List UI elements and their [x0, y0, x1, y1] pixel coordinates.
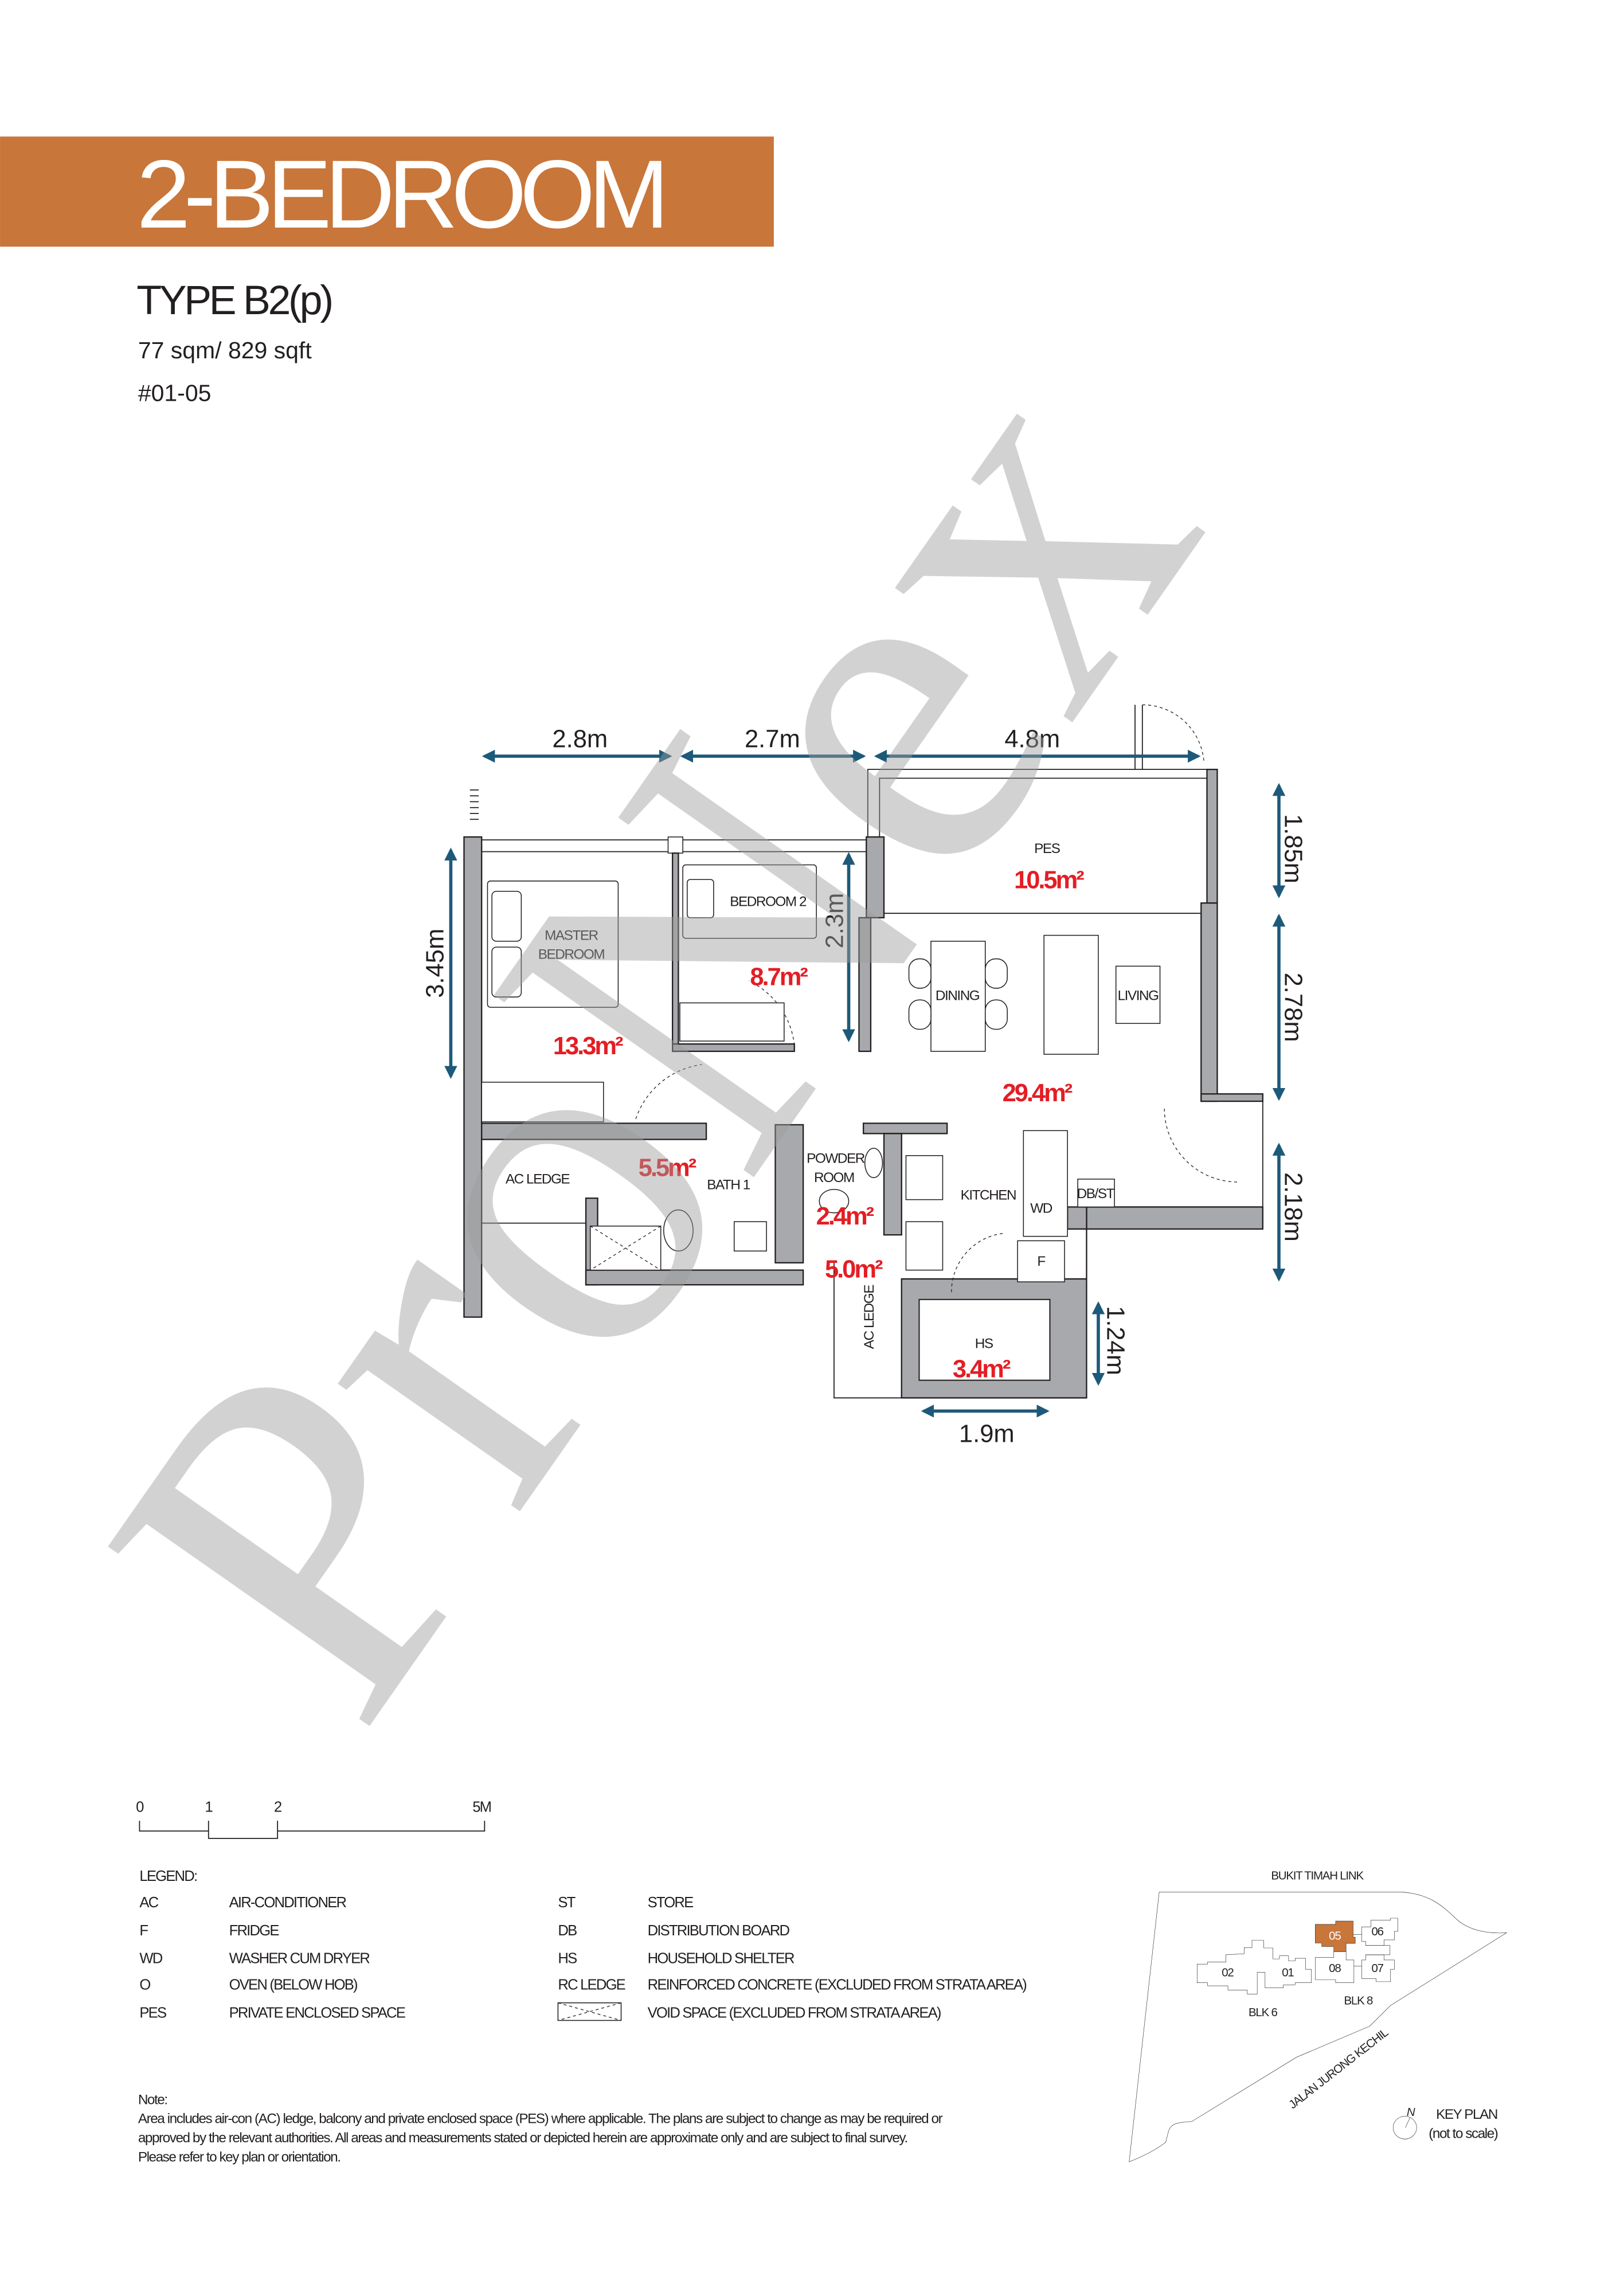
legend-code: DB — [558, 1923, 577, 1939]
legend-code: WD — [139, 1951, 162, 1967]
legend-desc: PRIVATE ENCLOSED SPACE — [229, 2005, 405, 2021]
ac-unit-icons — [469, 789, 479, 820]
legend-title: LEGEND: — [139, 1868, 197, 1884]
room-label: BEDROOM — [538, 947, 605, 963]
block-label: BLK 8 — [1344, 1994, 1373, 2007]
room-label: ROOM — [814, 1170, 854, 1186]
room-label: DINING — [936, 988, 980, 1003]
floor-plan: MASTER BEDROOM BEDROOM 2 PES DINING LIVI… — [422, 704, 1306, 1447]
scale-bar: 0 1 2 5M — [136, 1799, 492, 1839]
legend-desc: VOID SPACE (EXCLUDED FROM STRATA AREA) — [648, 2005, 941, 2021]
area-label: 13.3m² — [553, 1032, 623, 1060]
room-label: DB/ST — [1077, 1186, 1115, 1202]
legend-desc: STORE — [648, 1895, 694, 1911]
wall — [463, 836, 483, 1318]
scale-tick: 0 — [136, 1799, 144, 1816]
legend-code: PES — [139, 2005, 166, 2021]
unit-label: 07 — [1371, 1962, 1383, 1975]
dimension-label: 1.24m — [1101, 1306, 1129, 1375]
legend-code: O — [139, 1977, 150, 1993]
note-line: Please refer to key plan or orientation. — [138, 2149, 341, 2165]
dimension-label: 3.45m — [422, 929, 449, 998]
room-label: LIVING — [1118, 988, 1159, 1003]
unit-label: 06 — [1371, 1925, 1383, 1938]
room-label: POWDER — [807, 1151, 865, 1167]
key-plan: BUKIT TIMAH LINK JALAN JURONG KECHIL 02 … — [1129, 1869, 1507, 2162]
legend-code: F — [139, 1923, 148, 1939]
room-label: KITCHEN — [961, 1188, 1016, 1203]
room-label: MASTER — [545, 928, 598, 943]
legend-code: RC LEDGE — [558, 1977, 625, 1993]
unit-type: TYPE B2(p) — [136, 277, 331, 323]
north-arrow-icon: N — [1407, 2106, 1415, 2119]
dimension-label: 2.8m — [552, 726, 608, 753]
legend-code: AC — [139, 1895, 158, 1911]
road-label: BUKIT TIMAH LINK — [1271, 1869, 1364, 1883]
dimension-arrows — [444, 749, 1286, 1418]
unit-label: 02 — [1222, 1966, 1234, 1979]
room-label: BEDROOM 2 — [730, 894, 807, 909]
legend-code: HS — [558, 1951, 577, 1967]
area-label: 29.4m² — [1003, 1079, 1073, 1107]
unit-size: 77 sqm/ 829 sqft — [138, 337, 312, 363]
scale-tick: 1 — [205, 1799, 213, 1816]
dimension-label: 4.8m — [1004, 726, 1060, 753]
page-title: 2-BEDROOM — [136, 140, 662, 248]
legend-desc: AIR-CONDITIONER — [229, 1895, 347, 1911]
legend-code: ST — [558, 1895, 576, 1911]
legend: LEGEND: AC AIR-CONDITIONER F FRIDGE WD W… — [139, 1868, 1027, 2021]
room-label: WD — [1030, 1201, 1052, 1216]
note: Note: Area includes air-con (AC) ledge, … — [138, 2092, 944, 2165]
legend-desc: FRIDGE — [229, 1923, 279, 1939]
road-label: JALAN JURONG KECHIL — [1286, 2026, 1391, 2111]
dimension-label: 1.9m — [959, 1420, 1015, 1447]
dimension-label: 2.18m — [1279, 1172, 1306, 1242]
dimension-label: 1.85m — [1279, 814, 1306, 883]
area-label: 5.5m² — [639, 1155, 696, 1182]
legend-desc: DISTRIBUTION BOARD — [648, 1923, 790, 1939]
dimension-label: 2.7m — [745, 726, 800, 753]
key-plan-subtitle: (not to scale) — [1429, 2126, 1498, 2141]
area-label: 2.4m² — [816, 1203, 874, 1230]
area-label: 5.0m² — [825, 1255, 883, 1283]
note-title: Note: — [138, 2092, 167, 2107]
unit-numbers: #01-05 — [138, 380, 212, 406]
highlighted-unit — [1315, 1921, 1355, 1951]
void-space-symbol — [557, 2002, 622, 2021]
scale-tick: 2 — [274, 1799, 281, 1816]
legend-desc: REINFORCED CONCRETE (EXCLUDED FROM STRAT… — [648, 1977, 1027, 1993]
room-label: F — [1037, 1254, 1045, 1269]
legend-desc: HOUSEHOLD SHELTER — [648, 1951, 795, 1967]
key-plan-title: KEY PLAN — [1436, 2107, 1497, 2122]
unit-label: 01 — [1282, 1966, 1294, 1979]
unit-label: 08 — [1329, 1962, 1341, 1975]
room-label: AC LEDGE — [506, 1171, 570, 1187]
room-label: PES — [1034, 841, 1061, 856]
note-line: approved by the relevant authorities. Al… — [138, 2130, 907, 2146]
watermark: ProNex — [6, 280, 1295, 1800]
room-label: AC LEDGE — [862, 1285, 877, 1349]
area-label: 10.5m² — [1014, 867, 1084, 894]
legend-desc: OVEN (BELOW HOB) — [229, 1977, 357, 1993]
header-bar — [0, 136, 774, 247]
room-label: HS — [975, 1336, 993, 1351]
dimension-label: 2.3m — [821, 893, 848, 949]
room-label: BATH 1 — [707, 1177, 750, 1193]
scale-tick: 5M — [472, 1799, 491, 1816]
area-label: 3.4m² — [953, 1356, 1011, 1383]
area-label: 8.7m² — [750, 964, 808, 991]
dimension-label: 2.78m — [1279, 973, 1306, 1042]
note-line: Area includes air-con (AC) ledge, balcon… — [138, 2111, 943, 2127]
block-label: BLK 6 — [1249, 2006, 1277, 2019]
legend-desc: WASHER CUM DRYER — [229, 1951, 370, 1967]
unit-label: 05 — [1329, 1930, 1341, 1943]
